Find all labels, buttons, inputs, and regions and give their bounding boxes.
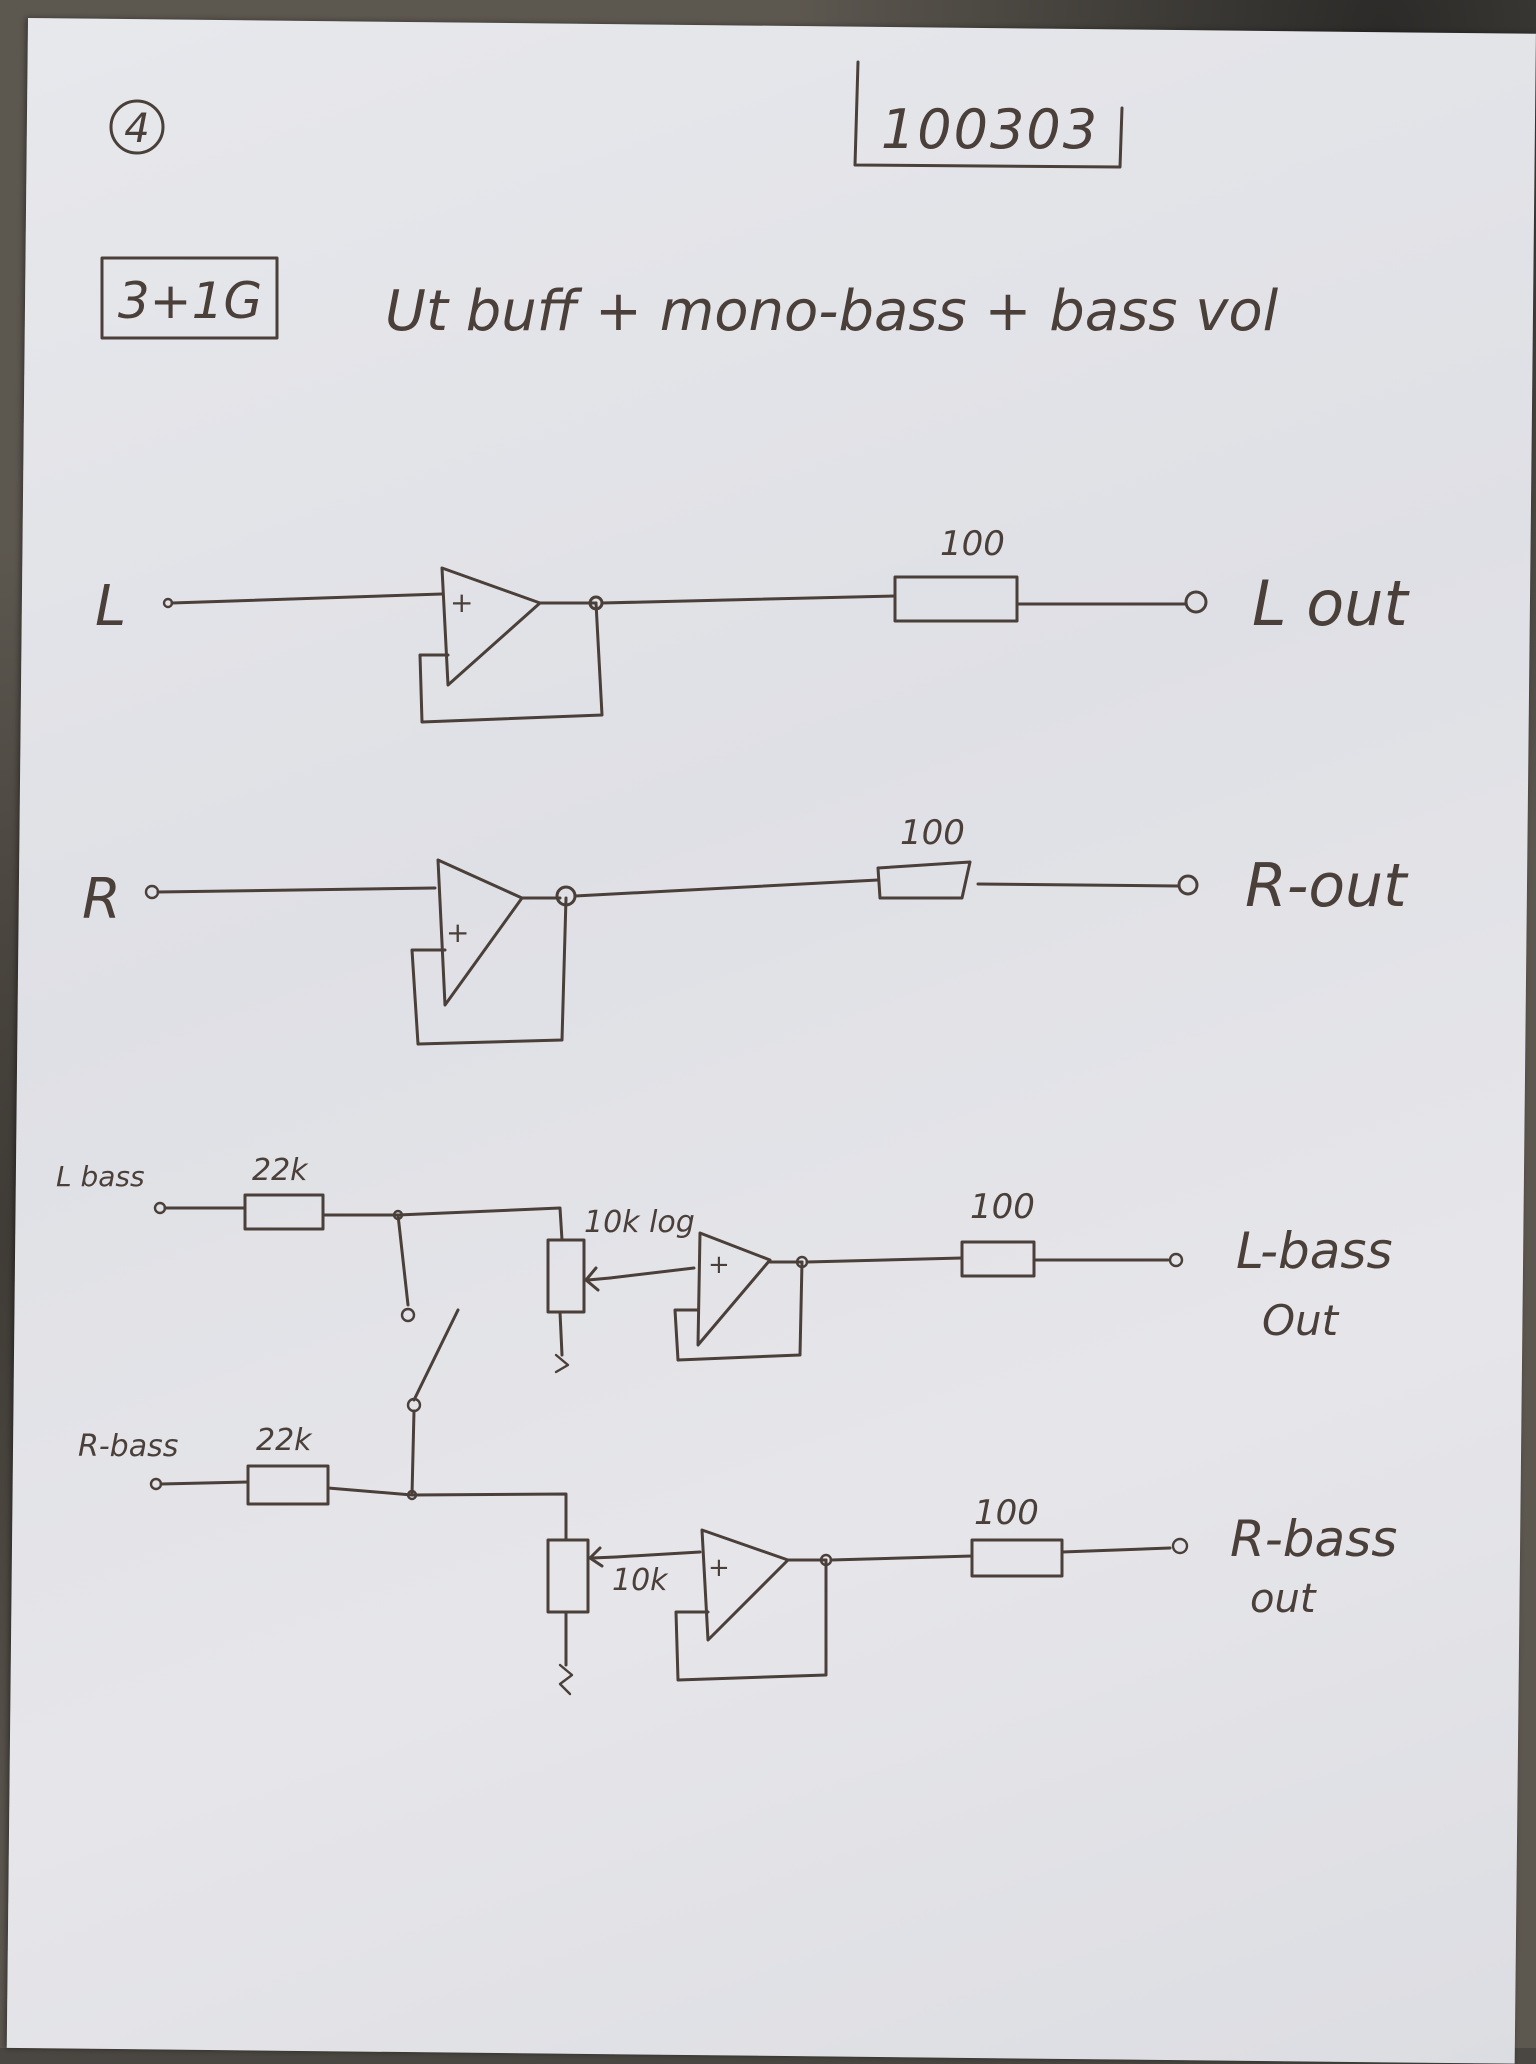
svg-text:+: + bbox=[708, 1250, 730, 1280]
wire-rbass-wiper bbox=[614, 1550, 702, 1559]
label-rbass-input: R-bass bbox=[78, 1429, 178, 1464]
wire-rbass-to-pot bbox=[326, 1486, 568, 1542]
section-code: 3+1G bbox=[118, 272, 262, 330]
wire-switch-to-rbass bbox=[410, 1409, 416, 1497]
label-lbass-input: L bass bbox=[56, 1160, 145, 1193]
label-lbass-output-1: L-bass bbox=[1236, 1222, 1393, 1280]
doc-code: 100303 bbox=[881, 98, 1099, 161]
pot-lbass bbox=[546, 1238, 612, 1374]
resistor-r-value: 100 bbox=[900, 813, 965, 853]
opamp-r: + bbox=[436, 858, 524, 1007]
resistor-lbass-22k bbox=[243, 1193, 325, 1231]
pot-rbass-value: 10k bbox=[612, 1563, 669, 1598]
resistor-l-value: 100 bbox=[940, 524, 1005, 564]
svg-text:+: + bbox=[450, 586, 473, 619]
page-number-circle: 4 bbox=[109, 99, 165, 155]
resistor-lbass-22k-value: 22k bbox=[252, 1153, 309, 1188]
switch-contact-top bbox=[400, 1307, 416, 1323]
wire-lbass-wiper bbox=[608, 1266, 696, 1280]
resistor-rbass-22k-value: 22k bbox=[256, 1423, 313, 1458]
label-rbass-output-2: out bbox=[1250, 1576, 1317, 1622]
wire-r-out bbox=[976, 882, 1180, 888]
label-r-output: R-out bbox=[1245, 851, 1409, 921]
pot-rbass bbox=[546, 1538, 618, 1696]
wire-lbass-to-switch bbox=[396, 1213, 410, 1307]
stage-l: L + 100 L out bbox=[95, 524, 1410, 724]
terminal-r-out bbox=[1177, 874, 1199, 896]
switch-lever bbox=[412, 1308, 460, 1402]
pot-lbass-value: 10k log bbox=[584, 1205, 695, 1240]
section-code-box: 3+1G bbox=[100, 256, 279, 340]
svg-text:+: + bbox=[446, 916, 469, 949]
stage-l-bass: L bass 22k 10k log + 100 L-bass Out bbox=[56, 1153, 1393, 1374]
wire-r-mid bbox=[573, 878, 880, 898]
label-rbass-output-1: R-bass bbox=[1230, 1510, 1397, 1568]
resistor-r bbox=[876, 860, 972, 900]
wire-r-in bbox=[156, 886, 437, 894]
doc-code-box: 100303 bbox=[853, 60, 1124, 169]
opamp-l: + bbox=[440, 566, 542, 687]
label-lbass-output-2: Out bbox=[1262, 1296, 1340, 1345]
wire-rbass-out bbox=[1060, 1546, 1172, 1554]
wire-rbass-in bbox=[159, 1480, 250, 1486]
resistor-rbass-22k bbox=[246, 1464, 330, 1506]
wire-lbass-mid bbox=[805, 1256, 964, 1264]
mono-bass-switch bbox=[406, 1308, 460, 1497]
feedback-l bbox=[418, 601, 604, 724]
opamp-lbass: + bbox=[696, 1231, 772, 1347]
resistor-lbass-100 bbox=[960, 1240, 1036, 1278]
wire-l-in bbox=[170, 592, 444, 605]
wire-rbass-mid bbox=[829, 1554, 974, 1562]
page-title: Ut buff + mono-bass + bass vol bbox=[385, 279, 1279, 344]
wire-lbass-to-pot bbox=[321, 1206, 564, 1242]
label-l-output: L out bbox=[1252, 567, 1410, 640]
stage-r: R + 100 R-out bbox=[82, 813, 1409, 1046]
resistor-lbass-100-value: 100 bbox=[970, 1187, 1035, 1227]
opamp-rbass: + bbox=[700, 1528, 790, 1642]
resistor-l bbox=[893, 575, 1019, 623]
feedback-r bbox=[410, 896, 568, 1046]
node-rbass-junction bbox=[406, 1489, 418, 1501]
terminal-l-out bbox=[1184, 590, 1208, 614]
page-number: 4 bbox=[124, 106, 149, 152]
wire-l-mid bbox=[600, 594, 897, 605]
feedback-lbass bbox=[673, 1260, 804, 1362]
terminal-r-in bbox=[144, 884, 160, 900]
label-l-input: L bbox=[95, 574, 126, 639]
svg-text:+: + bbox=[708, 1553, 730, 1583]
resistor-rbass-100-value: 100 bbox=[974, 1493, 1039, 1533]
terminal-lbass-out bbox=[1168, 1252, 1184, 1268]
feedback-rbass bbox=[674, 1558, 828, 1682]
stage-r-bass: R-bass 22k 10k + 100 R-bass out bbox=[78, 1423, 1397, 1696]
resistor-rbass-100 bbox=[970, 1538, 1064, 1578]
terminal-rbass-out bbox=[1171, 1537, 1189, 1555]
label-r-input: R bbox=[82, 867, 121, 932]
